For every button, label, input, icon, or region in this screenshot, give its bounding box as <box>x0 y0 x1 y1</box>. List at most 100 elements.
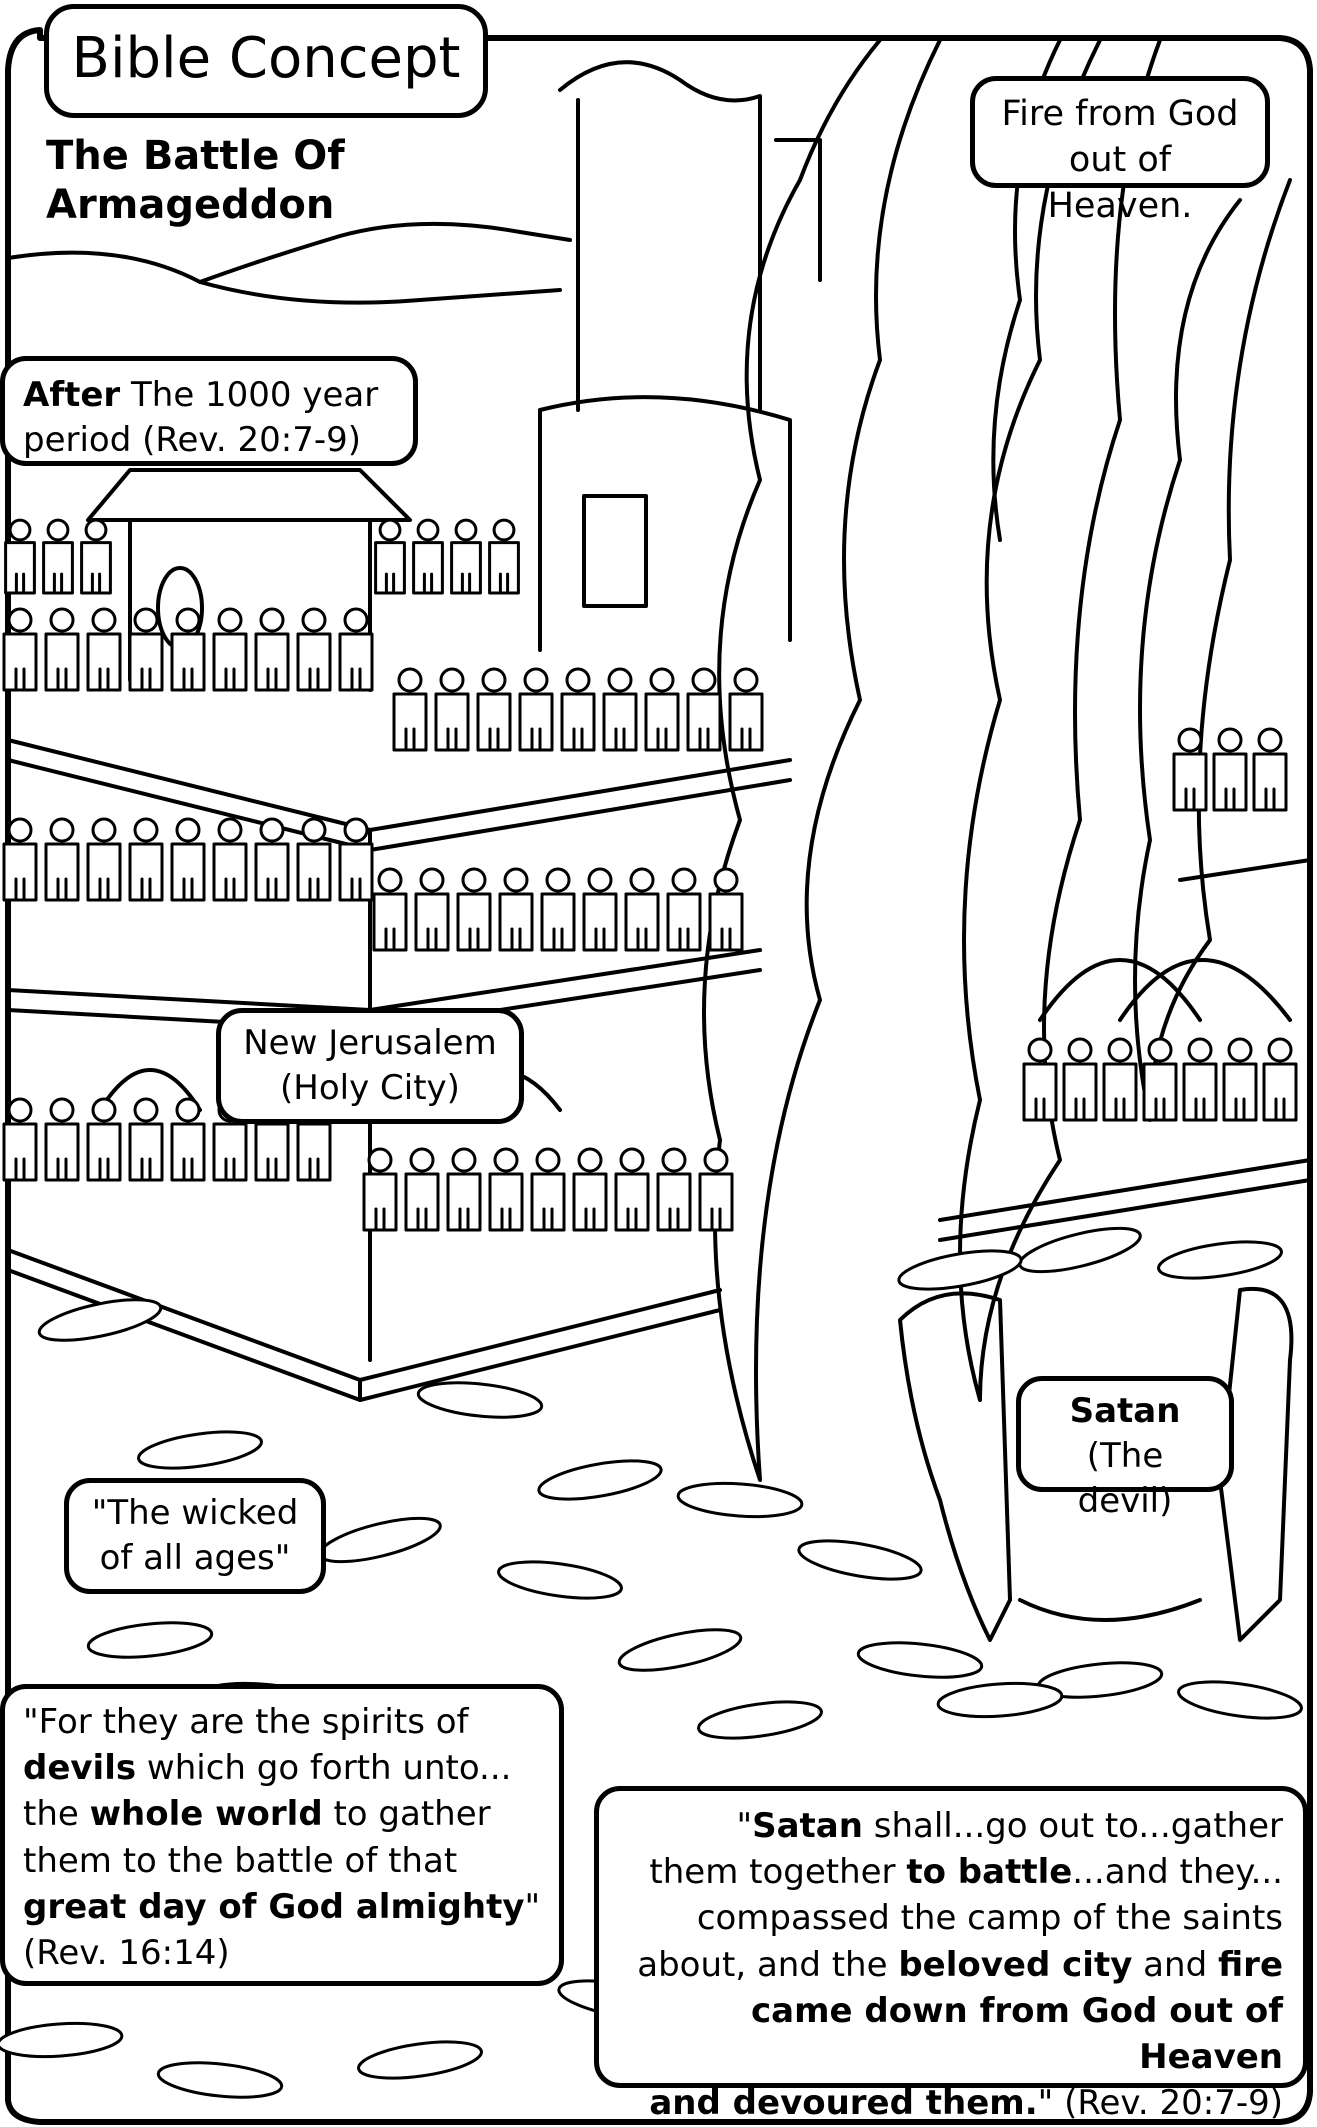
person-figure <box>128 607 164 692</box>
quote-left-line3-bold: whole world <box>89 1794 323 1835</box>
fallen-figure <box>676 1481 804 1519</box>
fire-label: Fire from God out of Heaven. <box>970 76 1270 226</box>
fire-label-line2: out of Heaven. <box>1047 140 1193 227</box>
quote-left-line6: (Rev. 16:14) <box>23 1933 230 1974</box>
person-figure <box>86 1097 122 1182</box>
quote-right-line4-bold2: fire <box>1217 1944 1283 1985</box>
fallen-figure <box>1018 1226 1142 1274</box>
quote-left-line5-bold: great day of God almighty <box>23 1886 525 1927</box>
quote-right-line6-bold: and devoured them. <box>649 2083 1038 2124</box>
quote-left-line2-bold: devils <box>23 1748 137 1789</box>
quote-left-line2: which go forth unto... <box>136 1748 512 1789</box>
crowd-figures <box>2 518 1298 1232</box>
person-figure <box>560 667 596 752</box>
fallen-figure <box>617 1628 743 1672</box>
quote-left-line3: to gather <box>322 1794 491 1835</box>
hills <box>6 221 572 305</box>
person-figure <box>128 1097 164 1182</box>
fallen-figure <box>416 1381 544 1419</box>
person-figure <box>498 867 534 952</box>
fallen-figure <box>936 1681 1064 1719</box>
person-figure <box>44 607 80 692</box>
quote-right-line3: compassed the camp of the saints <box>696 1898 1283 1939</box>
satan-label: Satan (The devil) <box>1016 1376 1234 1521</box>
person-figure <box>170 607 206 692</box>
person-figure <box>212 817 248 902</box>
jerusalem-label-line1: New Jerusalem <box>243 1023 497 1063</box>
quote-rev-20-7-9: "Satan shall...go out to...gather them t… <box>594 1786 1308 2123</box>
quote-right-line1: shall...go out to...gather <box>862 1806 1283 1846</box>
subtitle-line-1: The Battle Of <box>46 133 345 179</box>
person-figure <box>374 518 406 595</box>
fallen-figure <box>137 1430 263 1470</box>
person-figure <box>414 867 450 952</box>
person-figure <box>728 667 764 752</box>
fallen-figure <box>318 1516 442 1564</box>
fallen-figure <box>497 1560 623 1600</box>
person-figure <box>1102 1037 1138 1122</box>
fallen-figure <box>897 1249 1023 1291</box>
after-label-line2: period (Rev. 20:7-9) <box>23 419 362 460</box>
subtitle-line-2: Armageddon <box>46 181 335 228</box>
person-figure <box>1142 1037 1178 1122</box>
person-figure <box>1062 1037 1098 1122</box>
person-figure <box>2 817 38 902</box>
person-figure <box>1172 727 1208 812</box>
satan-label-line2: (The devil) <box>1077 1435 1173 1521</box>
fallen-figure <box>537 1459 663 1501</box>
quote-left-line4: them to the battle of that <box>23 1840 458 1881</box>
quote-left-line5: " <box>524 1886 541 1927</box>
person-figure <box>1022 1037 1058 1122</box>
person-figure <box>540 867 576 952</box>
person-figure <box>44 1097 80 1182</box>
person-figure <box>170 1097 206 1182</box>
person-figure <box>686 667 722 752</box>
person-figure <box>44 817 80 902</box>
fallen-figure <box>37 1298 163 1342</box>
person-figure <box>338 817 374 902</box>
person-figure <box>254 817 290 902</box>
satan-label-line1: Satan <box>1069 1391 1181 1431</box>
person-figure <box>1182 1037 1218 1122</box>
page-title: Bible Concept <box>44 4 488 118</box>
person-figure <box>644 667 680 752</box>
after-label-bold: After <box>23 375 121 415</box>
fire-label-line1: Fire from God <box>1001 94 1239 134</box>
jerusalem-label-line2: (Holy City) <box>280 1067 460 1108</box>
person-figure <box>128 817 164 902</box>
quote-right-line5-bold: came down from God out of Heaven <box>751 1990 1283 2078</box>
person-figure <box>392 667 428 752</box>
person-figure <box>2 607 38 692</box>
person-figure <box>488 1147 524 1232</box>
person-figure <box>170 817 206 902</box>
person-figure <box>518 667 554 752</box>
quote-left-line3-pre: the <box>23 1794 90 1835</box>
person-figure <box>446 1147 482 1232</box>
person-figure <box>708 867 744 952</box>
person-figure <box>1262 1037 1298 1122</box>
wicked-label-line1: "The wicked <box>91 1493 299 1533</box>
person-figure <box>212 607 248 692</box>
quote-right-line4-bold1: beloved city <box>898 1944 1133 1985</box>
person-figure <box>450 518 482 595</box>
fallen-figure <box>156 2061 284 2099</box>
right-city-section <box>938 858 1312 1242</box>
fallen-figure <box>697 1700 823 1740</box>
person-figure <box>624 867 660 952</box>
jerusalem-label: New Jerusalem (Holy City) <box>216 1008 524 1124</box>
subtitle: The Battle Of Armageddon <box>46 132 446 230</box>
person-figure <box>488 518 520 595</box>
person-figure <box>614 1147 650 1232</box>
fallen-figure <box>856 1641 984 1679</box>
person-figure <box>1252 727 1288 812</box>
quote-right-line1-pre: " <box>736 1806 753 1846</box>
quote-rev-16-14: "For they are the spirits of devils whic… <box>0 1684 564 1986</box>
quote-right-line4-mid: and <box>1132 1944 1218 1985</box>
person-figure <box>404 1147 440 1232</box>
fallen-figure <box>357 2040 483 2080</box>
fallen-figure <box>797 1539 923 1581</box>
person-figure <box>362 1147 398 1232</box>
person-figure <box>656 1147 692 1232</box>
